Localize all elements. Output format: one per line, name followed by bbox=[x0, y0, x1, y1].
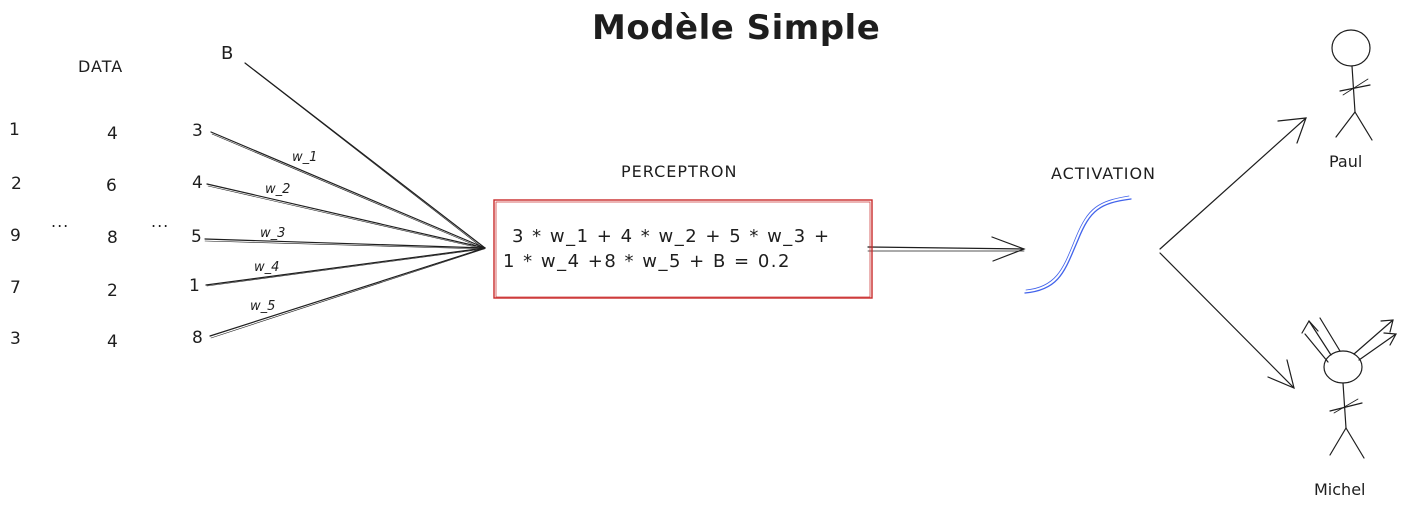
perceptron-label: PERCEPTRON bbox=[621, 162, 738, 181]
input-value: 4 bbox=[192, 173, 203, 193]
perceptron-equation-line-1: 3 * w_1 + 4 * w_2 + 5 * w_3 + bbox=[512, 226, 831, 247]
input-value: 1 bbox=[189, 276, 200, 296]
output-label-michel: Michel bbox=[1314, 480, 1366, 499]
input-connector-3 bbox=[204, 238, 486, 249]
paul-figure bbox=[1331, 29, 1373, 141]
data-cell: 4 bbox=[107, 124, 118, 144]
bias-label: B bbox=[221, 43, 235, 64]
page-title: Modèle Simple bbox=[592, 8, 881, 48]
data-cell: 2 bbox=[107, 281, 118, 301]
activation-label: ACTIVATION bbox=[1051, 164, 1157, 183]
data-cell: 4 bbox=[107, 332, 118, 352]
data-label: DATA bbox=[78, 57, 124, 76]
input-value: 8 bbox=[192, 328, 203, 348]
activation-to-michel-arrow bbox=[1159, 252, 1295, 390]
input-connector-2 bbox=[206, 183, 486, 249]
weight-label: w_3 bbox=[260, 226, 286, 241]
ellipsis: ... bbox=[51, 212, 70, 231]
data-cell: 8 bbox=[107, 228, 118, 248]
sigmoid-curve bbox=[1024, 195, 1132, 294]
bias-connector bbox=[244, 62, 486, 249]
weight-label: w_5 bbox=[250, 299, 276, 314]
data-cell: 6 bbox=[106, 176, 117, 196]
data-cell: 1 bbox=[9, 120, 20, 140]
output-label-paul: Paul bbox=[1329, 152, 1363, 171]
michel-figure bbox=[1301, 317, 1397, 459]
data-cell: 3 bbox=[10, 329, 21, 349]
data-cell: 7 bbox=[10, 278, 21, 298]
perceptron-to-activation-arrow bbox=[867, 236, 1026, 262]
perceptron-equation-line-2: 1 * w_4 +8 * w_5 + B = 0.2 bbox=[503, 251, 791, 272]
input-connector-5 bbox=[209, 247, 486, 337]
activation-to-paul-arrow bbox=[1159, 117, 1307, 250]
ellipsis: ... bbox=[151, 212, 170, 231]
input-value: 5 bbox=[191, 227, 202, 247]
input-connector-4 bbox=[205, 247, 486, 286]
weight-label: w_1 bbox=[292, 150, 318, 165]
weight-label: w_4 bbox=[254, 260, 280, 275]
weight-label: w_2 bbox=[265, 182, 291, 197]
input-value: 3 bbox=[192, 121, 203, 141]
data-cell: 2 bbox=[11, 174, 22, 194]
input-connector-1 bbox=[210, 131, 486, 249]
perceptron-box bbox=[493, 199, 873, 299]
data-cell: 9 bbox=[10, 226, 21, 246]
